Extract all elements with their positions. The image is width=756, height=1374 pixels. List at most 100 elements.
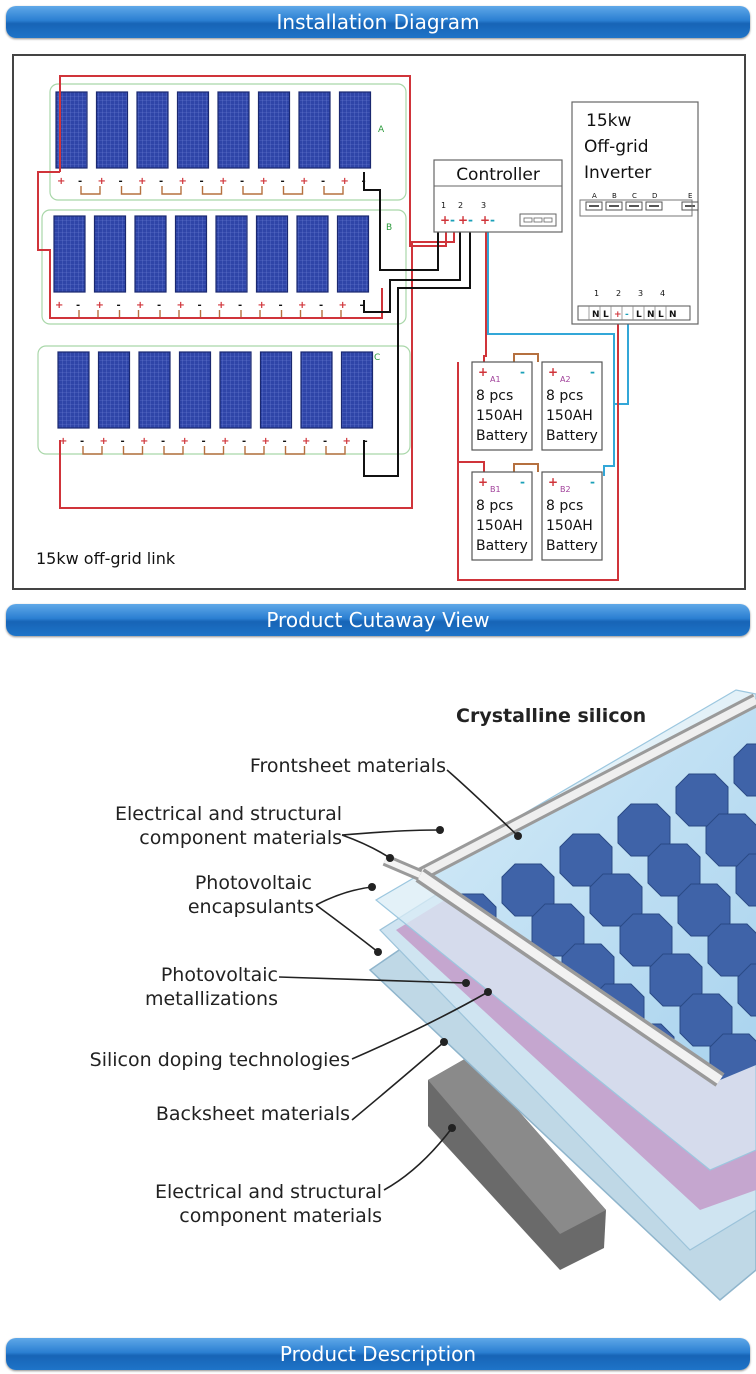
silicon-cell (707, 923, 756, 977)
inverter-bottom-label: N (647, 310, 655, 320)
label-electrical-bottom-2: component materials (179, 1205, 382, 1227)
callout-leaders (278, 769, 519, 1191)
controller-terminal-1: 1 (441, 201, 446, 210)
solar-panel-a-8 (338, 91, 372, 169)
label-electrical-top-1: Electrical and structural (115, 803, 342, 825)
svg-text:+: + (478, 365, 488, 379)
svg-text:-: - (590, 475, 595, 489)
callout-dots (368, 826, 522, 1132)
panel-positive-terminal: + (262, 436, 270, 447)
installation-diagram-title: Installation Diagram (276, 10, 480, 34)
installation-diagram-canvas: +-+-+-+-+-+-+-+-+-+-+-+-+-+-+-+-+-+-+-+-… (36, 75, 699, 581)
svg-text:-: - (468, 213, 473, 227)
panel-positive-terminal: + (57, 176, 65, 187)
panel-positive-terminal: + (100, 436, 108, 447)
controller-title: Controller (456, 165, 540, 185)
label-frontsheet: Frontsheet materials (250, 755, 446, 777)
panel-negative-terminal: - (198, 300, 202, 311)
row-label-a: A (378, 125, 385, 135)
solar-panel-a-7 (298, 91, 331, 169)
solar-panel-b-8 (336, 215, 370, 293)
panel-positive-terminal: + (258, 300, 266, 311)
silicon-cell (737, 963, 756, 1017)
panel-series-link (120, 186, 142, 195)
svg-text:+: + (478, 475, 488, 489)
label-backsheet: Backsheet materials (156, 1103, 350, 1125)
silicon-cell (649, 953, 703, 1007)
inverter-bottom-number: 2 (616, 289, 621, 298)
panel-negative-terminal: - (202, 436, 206, 447)
solar-panel-b-4 (174, 215, 208, 293)
solar-panel-b-1 (53, 215, 86, 293)
svg-text:-: - (520, 475, 525, 489)
panel-series-link (199, 310, 221, 319)
panel-series-link (122, 446, 144, 455)
silicon-cell (647, 843, 701, 897)
panel-negative-terminal: - (323, 436, 327, 447)
battery-a2 (541, 361, 603, 451)
panel-negative-terminal: - (279, 300, 283, 311)
inverter-bottom-label: N (592, 310, 600, 320)
inverter-box (571, 101, 699, 325)
inverter-top-label: C (632, 192, 637, 200)
panel-positive-terminal: + (179, 176, 187, 187)
battery-text: Battery (476, 538, 528, 554)
cutaway-view-title: Product Cutaway View (266, 608, 490, 632)
inverter-top-label: B (612, 192, 617, 200)
inverter-top-label: E (688, 192, 692, 200)
battery-text: Battery (546, 428, 598, 444)
row-label-b: B (386, 223, 392, 233)
svg-text:-: - (450, 213, 455, 227)
panel-positive-terminal: + (59, 436, 67, 447)
panel-series-link (163, 446, 184, 455)
silicon-cell (501, 863, 555, 917)
inverter-bottom-label: N (669, 310, 677, 320)
panel-series-link (80, 186, 101, 195)
cutaway-view-banner: Product Cutaway View (6, 604, 750, 636)
label-metallizations-1: Photovoltaic (161, 964, 278, 986)
inverter-bottom-label: - (625, 310, 629, 320)
panel-positive-terminal: + (55, 300, 63, 311)
panel-positive-terminal: + (177, 300, 185, 311)
svg-text:-: - (590, 365, 595, 379)
panel-positive-terminal: + (341, 176, 349, 187)
silicon-cell (675, 773, 729, 827)
solar-panel-c-4 (178, 351, 212, 429)
panel-negative-terminal: - (76, 300, 80, 311)
panel-positive-terminal: + (96, 300, 104, 311)
panel-positive-terminal: + (260, 176, 268, 187)
panel-positive-terminal: + (300, 176, 308, 187)
panel-positive-terminal: + (221, 436, 229, 447)
battery-text: 8 pcs (476, 388, 513, 404)
silicon-cell (735, 853, 756, 907)
controller-box (433, 159, 563, 233)
inverter-bottom-label: L (636, 310, 642, 320)
battery-text: 150AH (546, 408, 593, 424)
solar-panel-b-7 (296, 215, 329, 293)
solar-panel-b-3 (134, 215, 167, 293)
panel-positive-terminal: + (298, 300, 306, 311)
battery-text: 8 pcs (546, 388, 583, 404)
inverter-title-line-1: 15kw (586, 111, 631, 131)
battery-id: B1 (490, 485, 501, 494)
solar-panel-c-2 (97, 351, 131, 429)
installation-diagram: +-+-+-+-+-+-+-+-+-+-+-+-+-+-+-+-+-+-+-+-… (12, 54, 746, 590)
solar-panel-a-5 (217, 91, 250, 169)
silicon-cell (619, 913, 673, 967)
panel-positive-terminal: + (343, 436, 351, 447)
battery-id: A2 (560, 375, 571, 384)
panel-negative-terminal: - (161, 436, 165, 447)
panel-negative-terminal: - (321, 176, 325, 187)
battery-text: 150AH (476, 518, 523, 534)
label-encapsulants-1: Photovoltaic (195, 872, 312, 894)
battery-a1 (471, 361, 533, 451)
panel-positive-terminal: + (302, 436, 310, 447)
svg-text:+: + (480, 213, 490, 227)
inverter-bottom-number: 4 (660, 289, 665, 298)
panel-series-link (280, 310, 302, 319)
panel-series-link (323, 186, 344, 195)
solar-panel-b-5 (215, 215, 248, 293)
solar-panel-a-4 (176, 91, 210, 169)
solar-panels (53, 91, 374, 429)
